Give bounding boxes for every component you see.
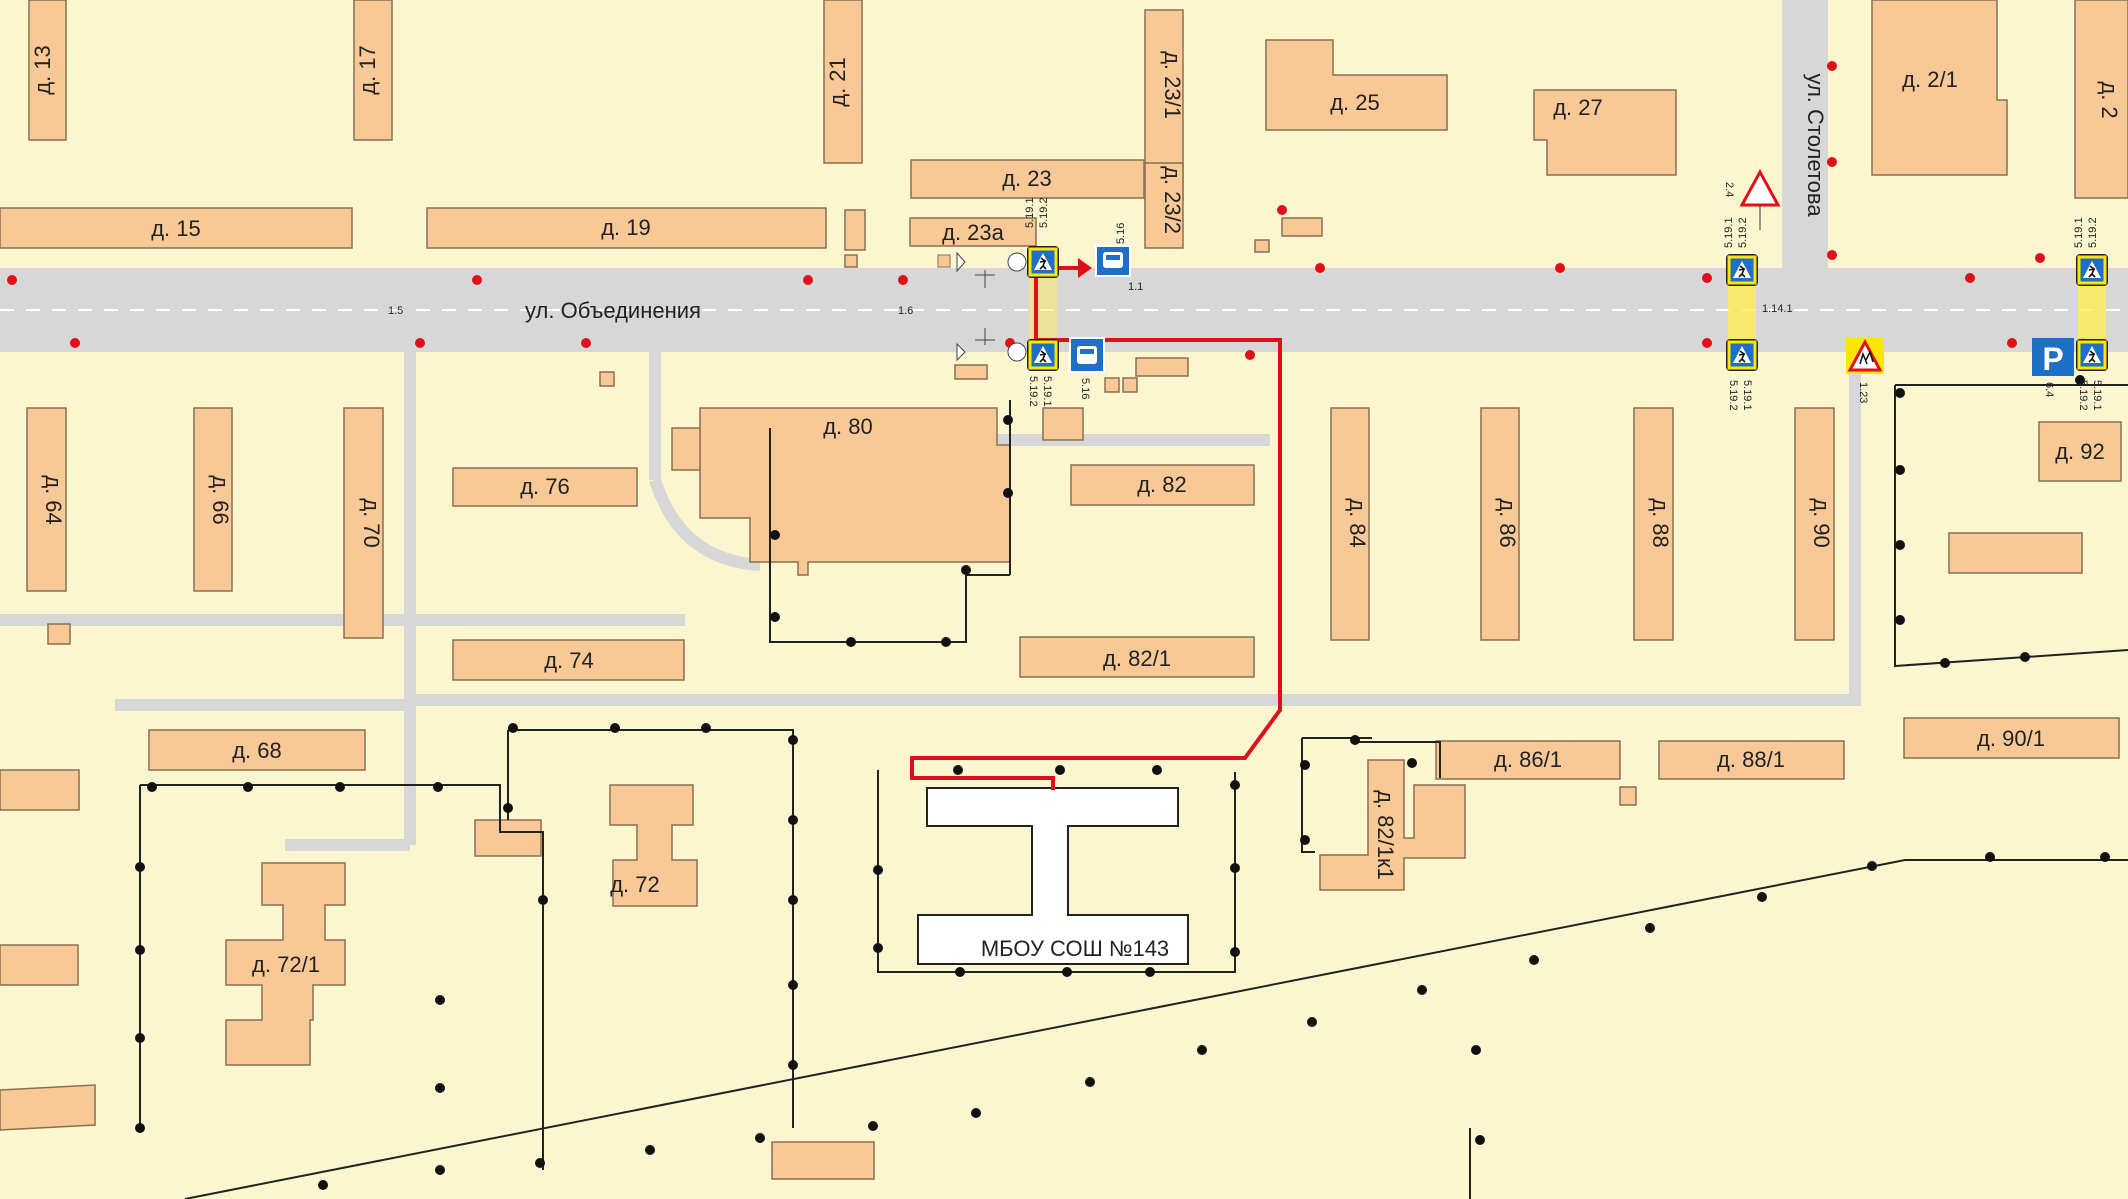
label-b70: д. 70 — [359, 498, 384, 548]
label-b19: д. 19 — [601, 215, 651, 240]
label-b13: д. 13 — [30, 45, 55, 95]
lamp-posts — [7, 61, 2088, 360]
label-b86: д. 86 — [1495, 498, 1520, 548]
label-b72: д. 72 — [610, 872, 660, 897]
pedestrian-crossing-sign-icon — [1724, 252, 1760, 288]
pedestrian-crossing-sign-icon — [1025, 337, 1061, 373]
svg-text:5.19.2: 5.19.2 — [2077, 380, 2089, 411]
label-b23a: д. 23а — [942, 220, 1005, 245]
pedestrian-crossing-sign-icon — [2074, 337, 2110, 373]
label-b15: д. 15 — [151, 216, 201, 241]
label-b27: д. 27 — [1553, 95, 1603, 120]
svg-text:1.23: 1.23 — [1857, 382, 1869, 403]
label-b68: д. 68 — [232, 738, 282, 763]
label-b90-1: д. 90/1 — [1977, 726, 2045, 751]
yield-sign-icon — [1739, 168, 1781, 230]
traffic-light-icon — [956, 328, 1027, 362]
label-school: МБОУ СОШ №143 — [981, 936, 1169, 961]
label-b17: д. 17 — [355, 45, 380, 95]
label-b25: д. 25 — [1330, 90, 1380, 115]
label-b90: д. 90 — [1809, 498, 1834, 548]
svg-text:5.19.2: 5.19.2 — [1038, 197, 1050, 228]
label-b84: д. 84 — [1345, 498, 1370, 548]
svg-text:P: P — [2042, 341, 2063, 377]
bus-stop-sign-icon — [1095, 245, 1131, 277]
svg-text:5.19.1: 5.19.1 — [2091, 380, 2103, 411]
label-b2-1: д. 2/1 — [1902, 67, 1958, 92]
svg-text:5.19.2: 5.19.2 — [2087, 217, 2099, 248]
svg-text:5.19.1: 5.19.1 — [1723, 217, 1735, 248]
svg-text:1.6: 1.6 — [898, 305, 913, 317]
label-b72-1: д. 72/1 — [252, 952, 320, 977]
svg-text:5.19.1: 5.19.1 — [1041, 376, 1053, 407]
label-b74: д. 74 — [544, 648, 594, 673]
svg-text:6.4: 6.4 — [2043, 382, 2055, 397]
street-labels: ул. Объединения ул. Столетова — [525, 73, 1828, 323]
svg-text:5.16: 5.16 — [1115, 223, 1127, 244]
building-labels: д. 13 д. 17 д. 21 д. 23/1 д. 23/2 д. 25 … — [30, 45, 2122, 977]
label-b80: д. 80 — [823, 414, 873, 439]
svg-text:1.5: 1.5 — [388, 305, 403, 317]
label-b66: д. 66 — [208, 475, 233, 525]
sign-code-labels: 5.19.1 5.19.2 5.16 5.19.1 5.19.2 5.16 5.… — [388, 182, 2103, 411]
svg-text:5.19.2: 5.19.2 — [1737, 217, 1749, 248]
svg-text:1.1: 1.1 — [1128, 281, 1143, 293]
street-cross-label: ул. Столетова — [1803, 73, 1828, 217]
svg-text:1.14.1: 1.14.1 — [1762, 303, 1793, 315]
svg-text:2.4: 2.4 — [1723, 182, 1735, 197]
svg-text:5.19.1: 5.19.1 — [1024, 197, 1036, 228]
pedestrian-crossing-sign-icon — [2074, 252, 2110, 288]
label-b88: д. 88 — [1648, 498, 1673, 548]
label-b23-2: д. 23/2 — [1160, 166, 1185, 234]
svg-text:5.19.1: 5.19.1 — [1741, 380, 1753, 411]
svg-text:5.19.2: 5.19.2 — [1027, 376, 1039, 407]
fence-posts — [135, 375, 2110, 1190]
bus-stop-sign-icon — [1069, 337, 1105, 373]
label-b21: д. 21 — [825, 57, 850, 107]
label-b88-1: д. 88/1 — [1717, 747, 1785, 772]
label-b82: д. 82 — [1137, 472, 1187, 497]
label-b86-1: д. 86/1 — [1494, 747, 1562, 772]
pedestrian-crossing-sign-icon — [1724, 337, 1760, 373]
svg-text:5.19.2: 5.19.2 — [1727, 380, 1739, 411]
label-b64: д. 64 — [41, 475, 66, 525]
svg-text:5.16: 5.16 — [1079, 378, 1091, 399]
crosswalks — [1029, 278, 2106, 343]
label-b82-1k1: д. 82/1к1 — [1373, 790, 1398, 880]
children-warning-sign-icon — [1846, 338, 1884, 374]
label-b23-1: д. 23/1 — [1160, 51, 1185, 119]
label-b23: д. 23 — [1002, 166, 1052, 191]
street-main-label: ул. Объединения — [525, 298, 701, 323]
svg-text:5.19.1: 5.19.1 — [2073, 217, 2085, 248]
label-b2: д. 2 — [2097, 81, 2122, 118]
label-b92: д. 92 — [2055, 439, 2105, 464]
school-building — [917, 787, 1189, 965]
parking-sign-icon: P — [2032, 338, 2074, 377]
label-b76: д. 76 — [520, 474, 570, 499]
label-b82-1: д. 82/1 — [1103, 646, 1171, 671]
fences — [139, 384, 2128, 1199]
pedestrian-crossing-sign-icon — [1025, 244, 1061, 280]
traffic-light-icon — [937, 251, 1027, 288]
